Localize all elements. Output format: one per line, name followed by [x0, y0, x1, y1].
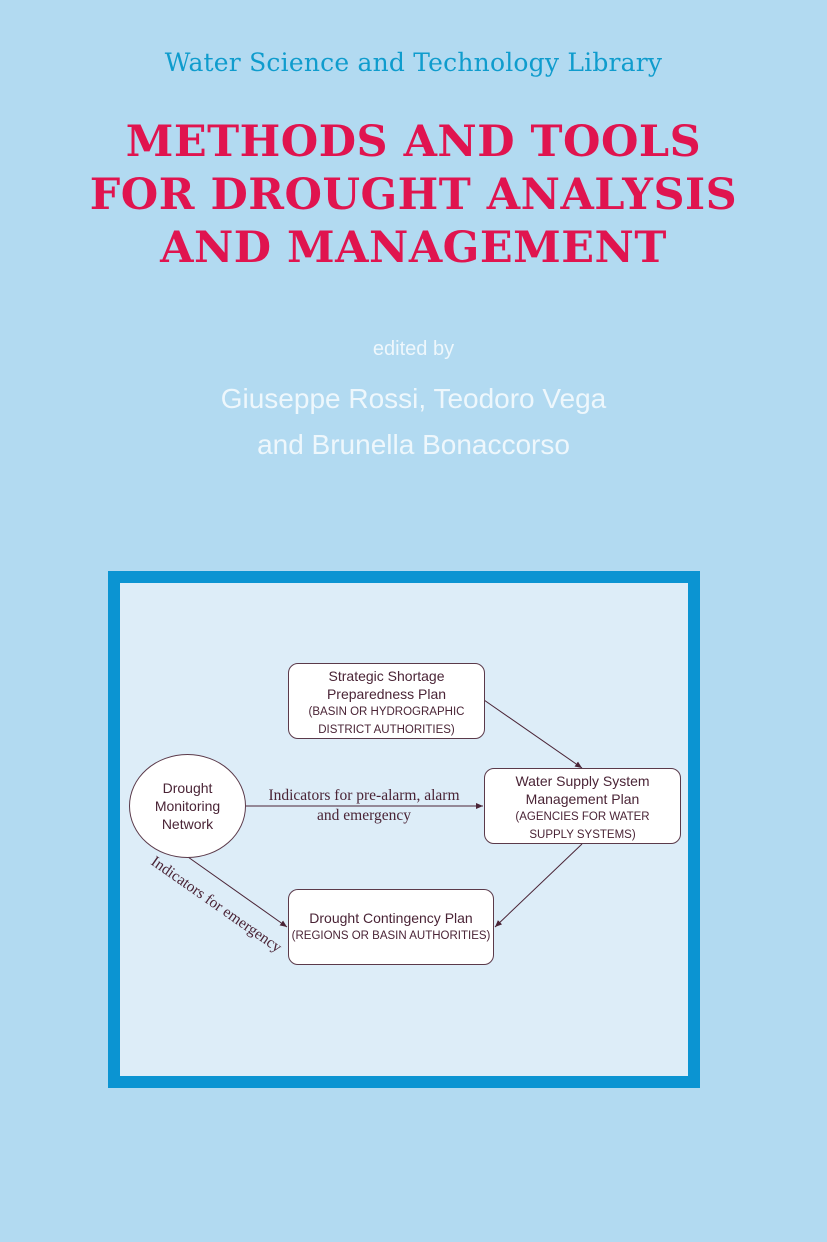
- arrow-strategic-to-supply: [483, 699, 583, 769]
- node-subtext: SUPPLY SYSTEMS): [529, 829, 636, 841]
- node-subtext: (AGENCIES FOR WATER: [515, 811, 650, 823]
- drought-contingency-plan-node: Drought Contingency Plan (REGIONS OR BAS…: [288, 889, 494, 965]
- node-text: Drought: [162, 780, 213, 796]
- editors-line-1: Giuseppe Rossi, Teodoro Vega: [220, 383, 607, 414]
- node-text: Preparedness Plan: [326, 686, 447, 702]
- node-text: Strategic Shortage: [328, 668, 445, 684]
- label-line: Indicators for pre-alarm, alarm: [268, 787, 460, 804]
- edited-by-label: edited by: [372, 338, 455, 360]
- label-line: and emergency: [317, 807, 411, 824]
- node-text: Management Plan: [525, 791, 640, 807]
- series-title: Water Science and Technology Library: [164, 48, 663, 77]
- editors: Giuseppe Rossi, Teodoro Vega and Brunell…: [0, 376, 827, 468]
- title-line-1: METHODS AND TOOLS: [125, 117, 702, 167]
- node-subtext: DISTRICT AUTHORITIES): [318, 724, 455, 736]
- arrow-supply-to-contingency: [494, 843, 583, 928]
- node-text: Water Supply System: [515, 773, 650, 789]
- book-title: METHODS AND TOOLS FOR DROUGHT ANALYSIS A…: [0, 116, 827, 275]
- node-text: Network: [161, 816, 214, 832]
- arrow-label-pre-alarm: Indicators for pre-alarm, alarm and emer…: [255, 786, 473, 826]
- editors-line-2: and Brunella Bonaccorso: [257, 429, 570, 460]
- strategic-shortage-plan-node: Strategic Shortage Preparedness Plan (BA…: [288, 663, 485, 739]
- node-text: Monitoring: [154, 798, 221, 814]
- drought-monitoring-network-node: Drought Monitoring Network: [129, 754, 246, 858]
- arrow-monitoring-to-contingency: [187, 856, 288, 928]
- title-line-2: FOR DROUGHT ANALYSIS: [89, 170, 738, 220]
- title-line-3: AND MANAGEMENT: [160, 223, 667, 273]
- node-subtext: (BASIN OR HYDROGRAPHIC: [308, 706, 465, 718]
- node-text: Drought Contingency Plan: [309, 910, 473, 926]
- node-subtext: (REGIONS OR BASIN AUTHORITIES): [291, 930, 491, 942]
- water-supply-plan-node: Water Supply System Management Plan (AGE…: [484, 768, 681, 844]
